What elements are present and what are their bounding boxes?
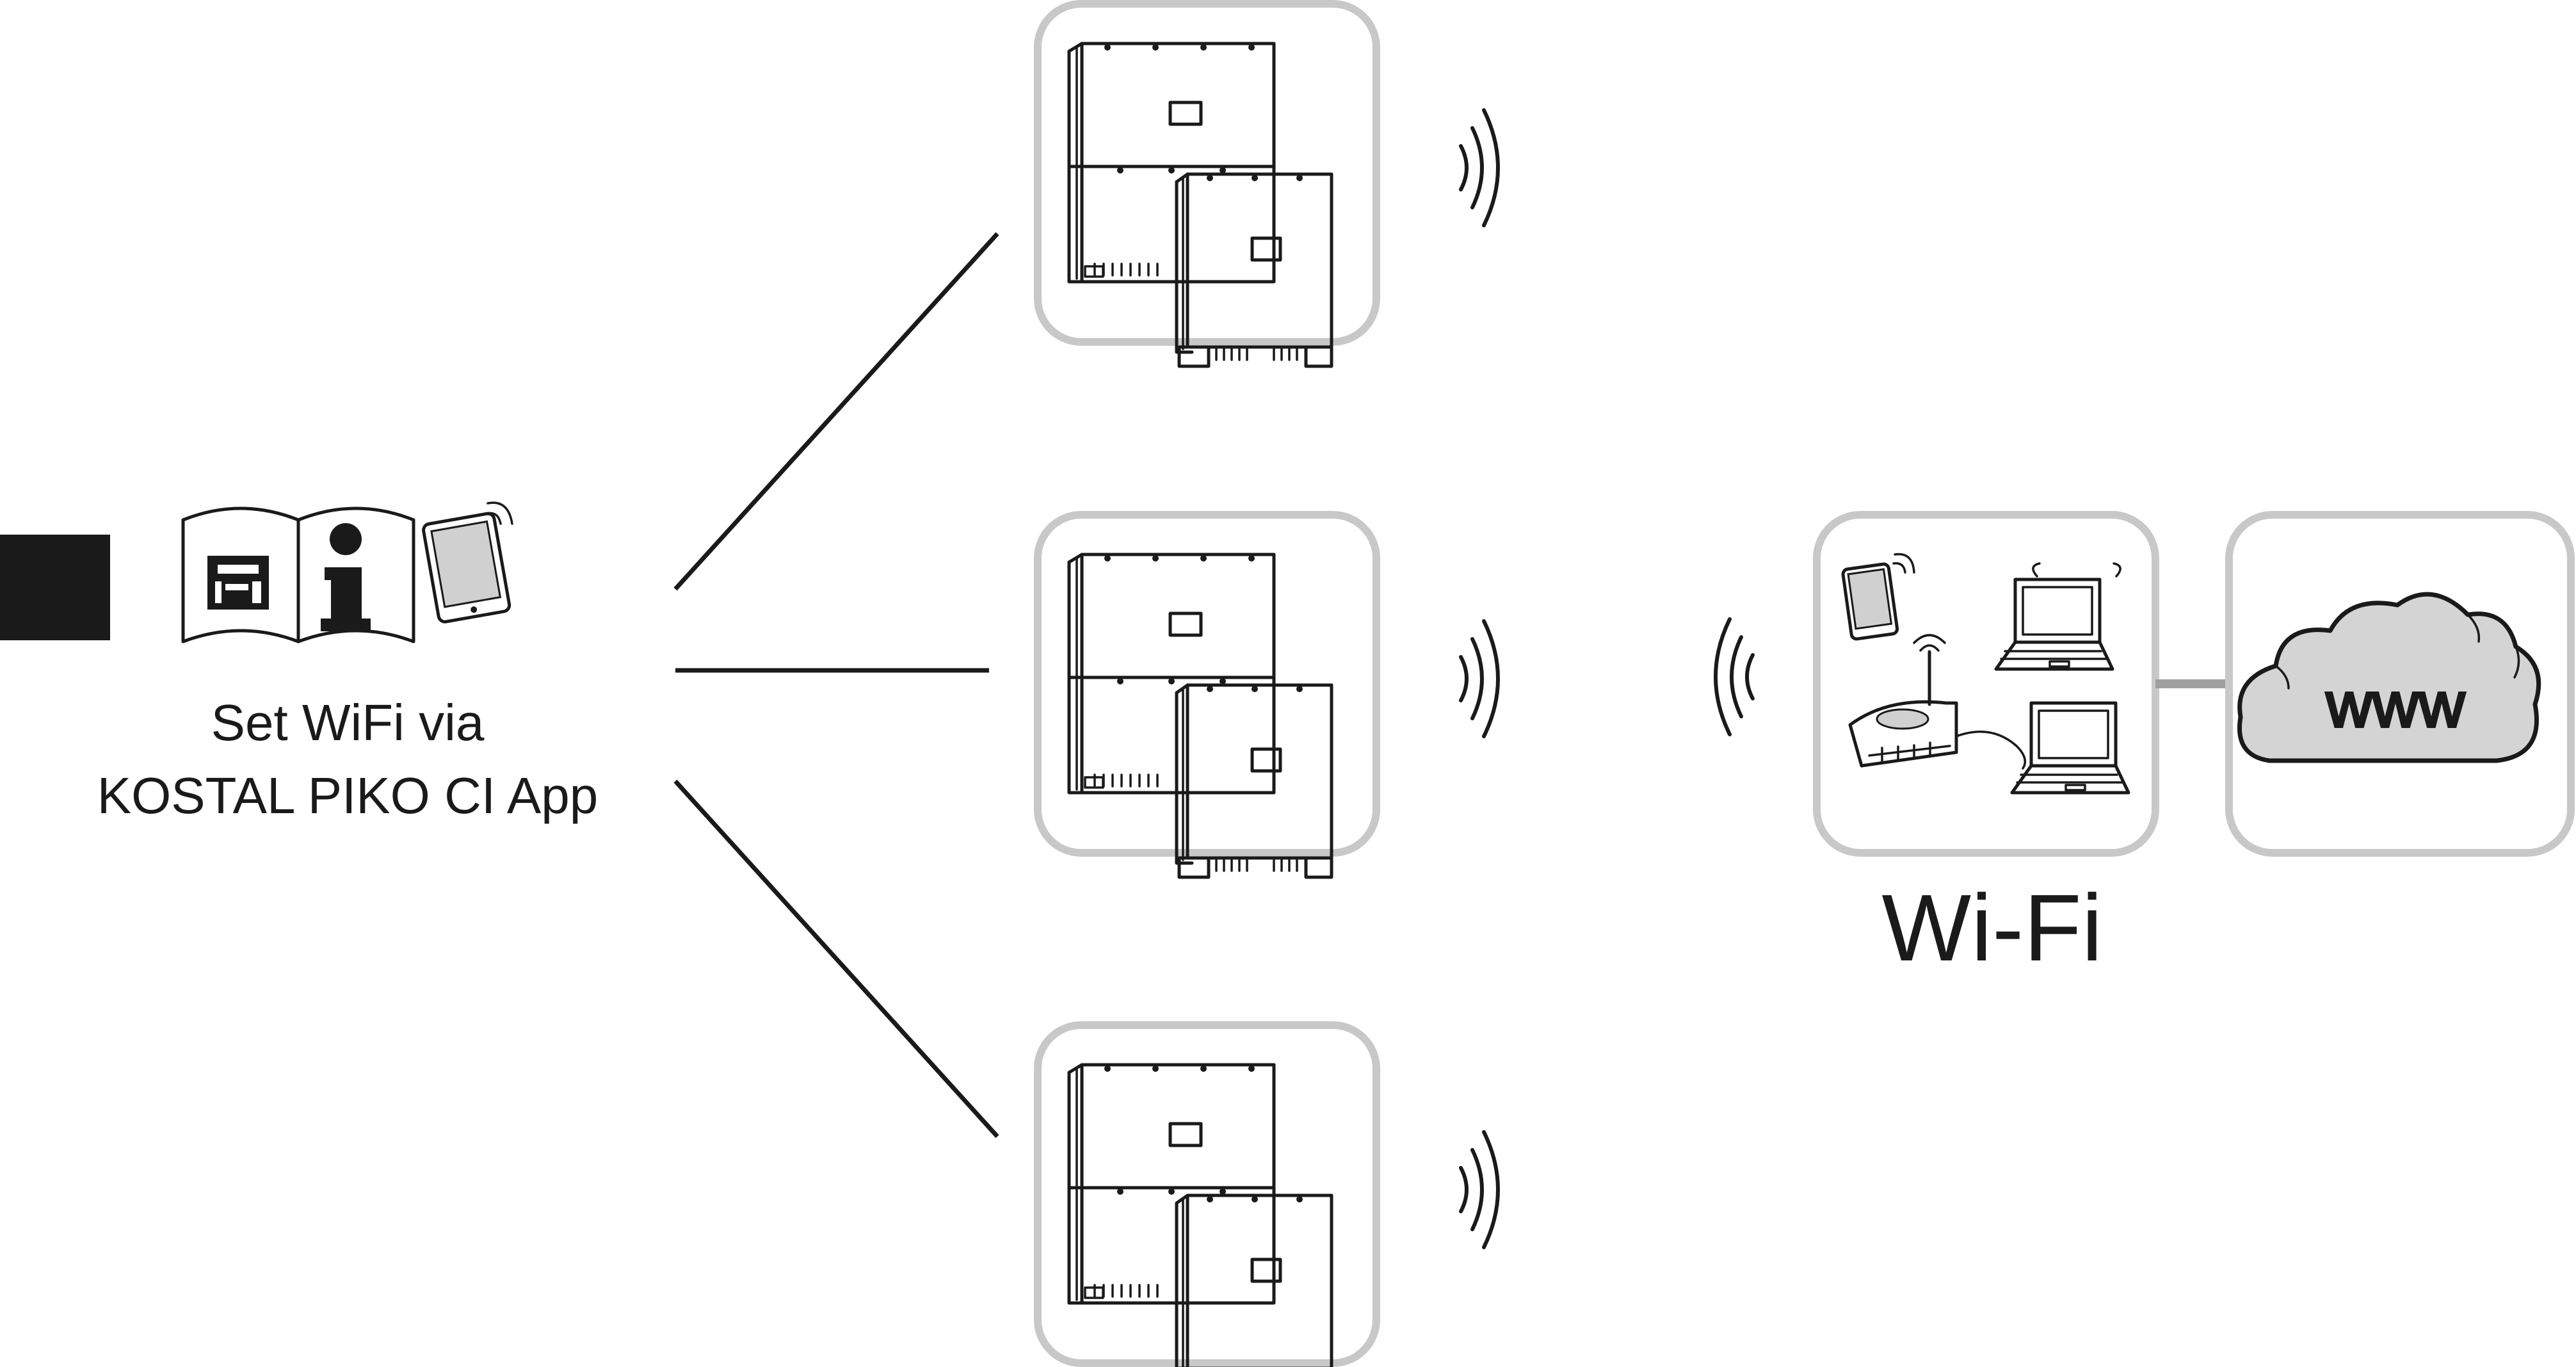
wireless-signal-icon: [1714, 617, 1755, 736]
cloud-icon: www: [2237, 592, 2541, 763]
inverter-box-2: [1034, 511, 1380, 877]
step-instruction-line1: Set WiFi via: [211, 694, 485, 751]
wireless-signal-icon: [1459, 108, 1500, 227]
manual-book-icon: [181, 506, 415, 643]
step-number: 1: [36, 547, 74, 624]
tablet-icon: [1841, 562, 1899, 641]
router-icon: [1848, 634, 1958, 768]
inverter-box-3: [1034, 1021, 1380, 1367]
connector-line-top: [673, 232, 999, 591]
wifi-network-box: [1813, 511, 2159, 857]
internet-box: www: [2225, 511, 2575, 857]
connector-line-bottom: [673, 779, 999, 1138]
wireless-signal-icon: [485, 501, 513, 525]
info-icon: [321, 523, 371, 631]
cloud-label: www: [2326, 669, 2465, 741]
wireless-signal-icon: [1459, 619, 1500, 738]
network-label: Wi-Fi: [1881, 875, 2102, 981]
tablet-icon: [422, 512, 511, 624]
step-badge: 1: [0, 535, 110, 640]
step-instruction-line2: KOSTAL PIKO CI App: [97, 767, 599, 824]
wireless-signal-icon: [1459, 1130, 1500, 1249]
inverter-box-1: [1034, 0, 1380, 366]
